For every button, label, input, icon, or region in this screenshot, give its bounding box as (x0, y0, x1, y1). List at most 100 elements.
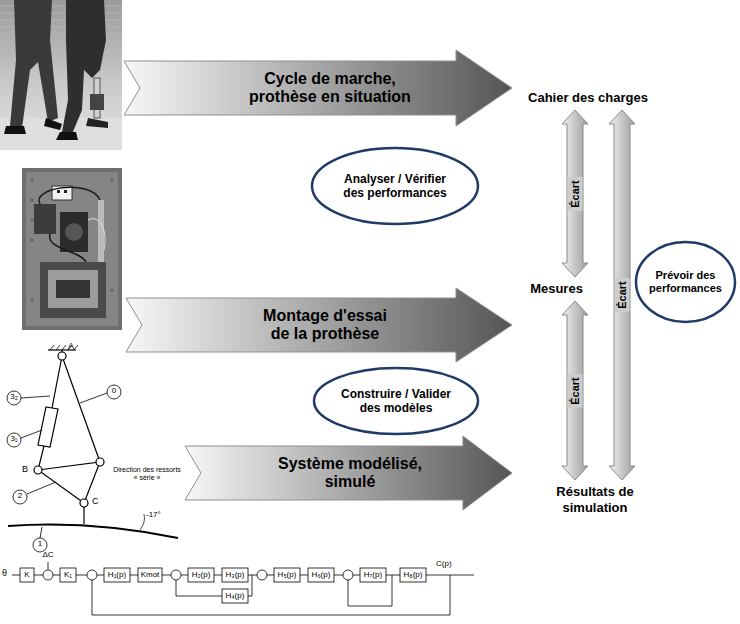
block-diagram-part (267, 575, 274, 576)
mechanism-schematic-part (52, 356, 62, 408)
test-rig-photo-part-part (111, 179, 114, 182)
mechanism-schematic-part-part (74, 345, 78, 350)
block-diagram-part (48, 562, 49, 570)
walking-photo-part (4, 126, 26, 134)
mechanism-schematic-part (140, 514, 145, 530)
signal-name: C(p) (436, 559, 452, 569)
mechanism-schematic-part-part (62, 345, 66, 350)
walking-photo-part (10, 0, 58, 128)
block-name: H₂(p) (188, 570, 214, 580)
callout-number: 1 (30, 539, 50, 549)
block-diagram-part (334, 575, 343, 576)
block-diagram-part (400, 568, 426, 582)
block-diagram-part (92, 575, 450, 615)
arrow-outline (185, 436, 512, 510)
block-diagram-part (176, 580, 222, 596)
block-diagram-part (76, 575, 87, 576)
block-name: H₃(p) (222, 570, 248, 580)
block-diagram-part (214, 575, 222, 576)
walking-photo-part (90, 94, 104, 110)
mechanism-schematic-part-part (50, 345, 54, 350)
block-name: H₅(p) (274, 570, 300, 580)
ellipse-text: Prévoir des performances (645, 269, 727, 295)
block-diagram-part (257, 570, 267, 580)
stage-text: Cahier des charges (528, 90, 648, 106)
block-name: H₄(p) (222, 591, 248, 601)
block-diagram-part (222, 568, 248, 582)
walking-photo-part (0, 0, 122, 150)
block-diagram-part (308, 568, 334, 582)
mechanism-schematic-part (7, 385, 121, 552)
stage-text: Mesures (530, 281, 583, 297)
block-diagram-part (34, 575, 43, 576)
block-diagram-part (20, 568, 34, 582)
ellipse-outline (314, 368, 478, 434)
block-name: H₁(p) (104, 570, 130, 580)
block-diagram (12, 562, 474, 615)
mechanism-schematic-part-part (21, 396, 50, 398)
block-diagram-part (181, 575, 188, 576)
mechanism-schematic-part-part (27, 482, 56, 494)
mechanism-schematic-part (62, 356, 100, 462)
test-rig-photo (22, 168, 122, 330)
block-name: K₁ (60, 570, 76, 580)
block-diagram-part (43, 570, 53, 580)
mechanism-schematic (7, 345, 178, 552)
ellipse-text: Construire / Valider des modèles (336, 387, 456, 416)
block-name: K (20, 570, 34, 580)
test-rig-photo-part (57, 190, 60, 193)
test-rig-photo-part (40, 262, 106, 318)
arrow-outline (124, 50, 512, 126)
block-diagram-part (386, 575, 400, 576)
ellipse-outline (636, 242, 735, 322)
arrow-text: Système modélisé, simulé (274, 455, 426, 492)
arrow-text: Cycle de marche, prothèse en situation (238, 70, 423, 107)
walking-photo-part (56, 132, 78, 140)
block-diagram-part (171, 570, 181, 580)
callout-number: 2 (10, 491, 30, 501)
mechanism-schematic-part (58, 352, 66, 360)
process-arrow: Montage d'essai de la prothèse (126, 288, 512, 362)
test-rig-photo-part (34, 204, 56, 234)
block-diagram-part (97, 575, 104, 576)
mechanism-schematic-part (96, 458, 104, 466)
block-diagram-part (248, 575, 257, 576)
gap-double-arrow (562, 301, 588, 480)
test-rig-photo-part (88, 219, 105, 250)
test-rig-photo-part (39, 187, 100, 204)
stage-label: Cahier des charges (528, 90, 648, 106)
signal-name: θ (2, 568, 7, 579)
stage-label: Résultats de simulation (545, 484, 645, 516)
callout-number: 0 (104, 386, 124, 396)
mechanism-schematic-part-part (21, 430, 42, 438)
block-diagram-part (53, 575, 60, 576)
walking-photo-part (44, 118, 62, 130)
block-diagram-part (274, 568, 300, 582)
block-diagram-part (130, 575, 138, 576)
callout-number: 3₂ (4, 392, 24, 402)
activity-ellipse: Analyser / Vérifier des performances (310, 146, 480, 226)
test-rig-photo-part (50, 234, 86, 262)
stage-text: Résultats de simulation (545, 484, 645, 515)
ellipse-text: Analyser / Vérifier des performances (339, 172, 451, 201)
mechanism-schematic-part (80, 499, 88, 507)
mechanism-schematic-part-part (80, 393, 107, 403)
test-rig-photo-part-part (31, 239, 34, 242)
walking-photo (0, 0, 122, 150)
block-name: H₈(p) (400, 570, 426, 580)
block-diagram-part (138, 568, 162, 582)
test-rig-photo-part (48, 270, 98, 308)
test-rig-photo-part-part (31, 219, 34, 222)
walking-photo-part (62, 0, 106, 134)
process-arrow: Système modélisé, simulé (185, 436, 512, 510)
block-diagram-part (60, 568, 76, 582)
test-rig-photo-part-part (111, 289, 114, 292)
block-diagram-part (188, 568, 214, 582)
edge-label: Écart (568, 177, 583, 211)
test-rig-photo-part (56, 280, 90, 298)
gap-double-arrow (562, 110, 588, 277)
walking-photo-part (86, 118, 108, 128)
mechanism-schematic-part-part (40, 527, 42, 538)
callout-number: 3₁ (4, 434, 24, 444)
